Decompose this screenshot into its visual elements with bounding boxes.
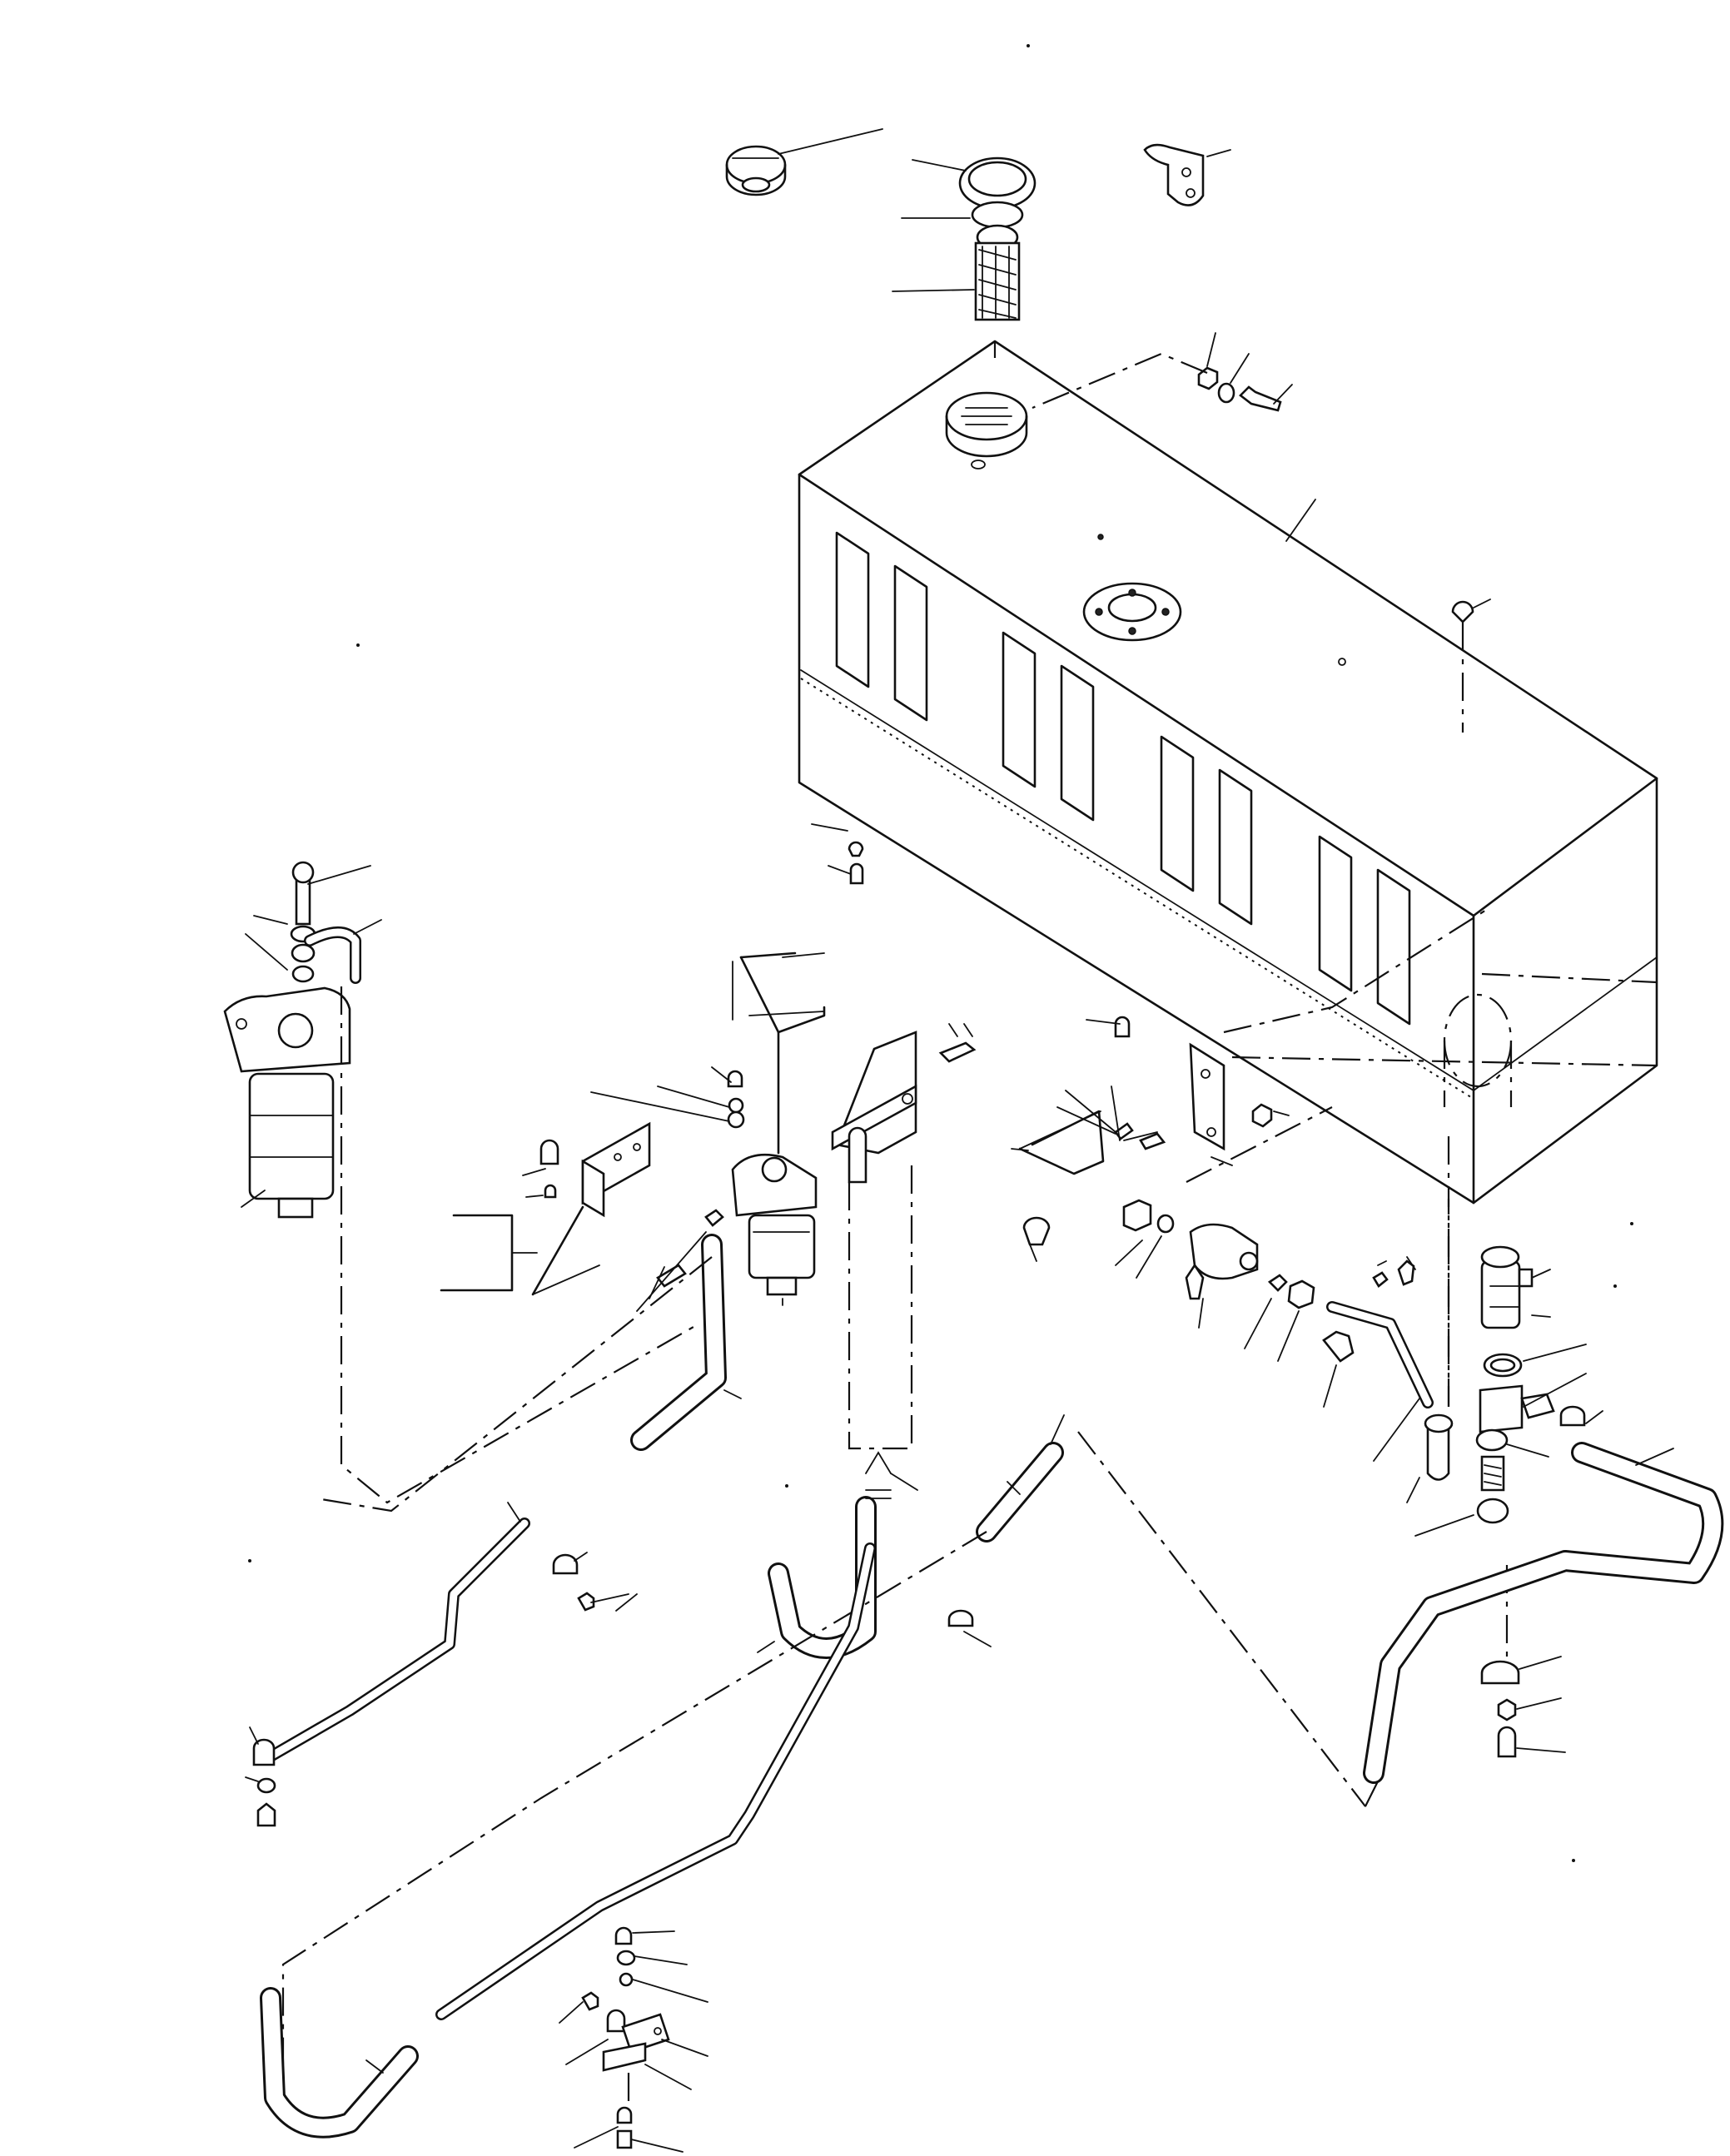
filler-strainer <box>892 156 1037 321</box>
tank-bracket-top <box>1143 143 1231 206</box>
valve-mount-bolts <box>1056 1016 1166 1150</box>
hose-clamp-right <box>1480 1656 1566 1758</box>
leader-center-right <box>1077 1431 1379 1807</box>
hose-center-filter <box>630 1234 742 1451</box>
fuel-tube-right <box>1322 1256 1434 1462</box>
hose-center-down <box>976 1414 1065 1542</box>
hose-u-segment <box>757 1451 918 1659</box>
tank-front-face <box>798 473 1475 1205</box>
right-valve-stack <box>1414 1136 1603 1682</box>
filter-bracket-center <box>440 1121 651 1296</box>
fuel-filter-left <box>223 861 382 1219</box>
valve-bracket <box>1186 1042 1333 1183</box>
clamp-middle <box>552 1552 992 1647</box>
fuel-valve-assembly <box>1115 1199 1315 1362</box>
fuel-tube-upper <box>1011 1110 1105 1175</box>
tank-right-face <box>1472 777 1658 1205</box>
sender-unit-flange <box>1082 582 1182 642</box>
hose-bottom-u <box>260 1987 419 2139</box>
leader-center-left <box>281 1531 987 2064</box>
center-filter-fittings <box>590 1066 745 1312</box>
filler-cap <box>725 128 883 196</box>
scan-specks <box>248 44 1633 1862</box>
fuel-tank <box>798 340 1658 1205</box>
fuel-filter-center <box>731 951 826 1306</box>
feed-tube-left <box>265 1502 530 1762</box>
drain-cock <box>1406 1199 1454 1503</box>
clip-left <box>1022 1216 1051 1262</box>
mounting-bracket-middle <box>831 1023 977 1450</box>
tank-seam <box>800 669 1658 1092</box>
leader-left-filter <box>340 986 700 1504</box>
tank-panels <box>835 531 1411 1026</box>
return-hose-right <box>1363 1442 1724 1784</box>
feed-tube-center <box>435 1542 876 2020</box>
tank-top-face <box>798 340 1658 917</box>
drain-plug <box>1451 599 1491 733</box>
bracket-leader-upper <box>732 952 825 1021</box>
feed-tube-end-fittings <box>245 1726 276 1827</box>
tank-mount-bolt-set <box>1032 332 1316 542</box>
tank-side-bolts <box>811 823 864 885</box>
tank-filler-neck <box>945 391 1028 469</box>
bottom-bracket <box>559 1926 708 2153</box>
